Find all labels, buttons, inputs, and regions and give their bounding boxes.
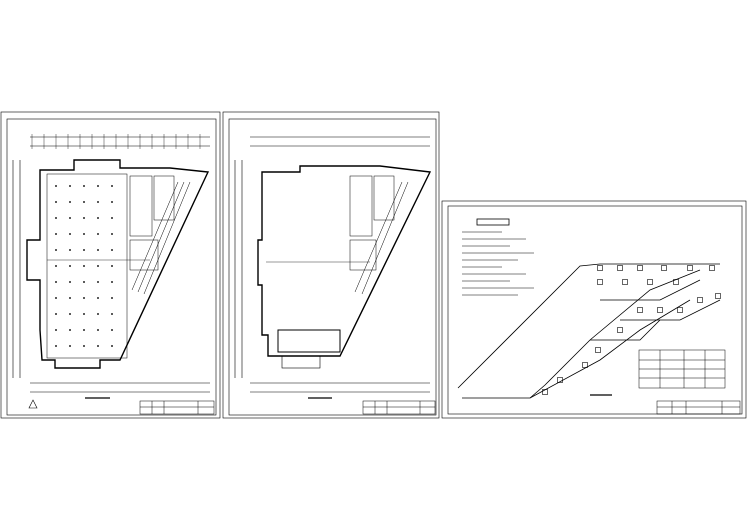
sheet-3-title-block (656, 400, 741, 415)
sheet-2-stage-block (277, 329, 341, 353)
sheet-3-notes-block (462, 218, 534, 296)
sheet-1[interactable] (0, 111, 221, 419)
sheet-2-entrance (281, 355, 321, 369)
sheet-3[interactable] (441, 200, 747, 419)
sheet-1-column-grid (55, 185, 113, 347)
sheet-2-top-dimension (250, 136, 430, 147)
sheet-2-inner-frame (228, 118, 437, 416)
sheet-2-title-block (362, 400, 436, 415)
sheet-1-title-block (139, 400, 215, 415)
sheet-1-inner-frame (6, 118, 217, 416)
sheet-2[interactable] (222, 111, 440, 419)
sheet-1-main-hall (46, 173, 128, 359)
sheet-3-legend-table (638, 349, 726, 389)
sheet-2-left-dimension (234, 160, 243, 378)
sheet-2-building-outline (257, 165, 432, 357)
sheet-2-bottom-dimension (250, 382, 430, 393)
sheet-1-building-outline (26, 159, 210, 369)
sheet-1-bottom-dimension (30, 382, 210, 393)
sheet-3-outer-border (441, 200, 747, 419)
sheet-2-service-rooms (349, 175, 409, 295)
sheet-1-service-rooms (129, 175, 191, 295)
sheet-1-top-dimension (30, 134, 210, 149)
sheet-1-left-dimension (12, 160, 21, 378)
sheet-2-outer-border (222, 111, 440, 419)
sheet-1-outer-border (0, 111, 221, 419)
sheet-3-inner-frame (447, 205, 743, 415)
sheet-3-piping-isometric (457, 263, 721, 399)
north-arrow-icon (28, 399, 38, 409)
